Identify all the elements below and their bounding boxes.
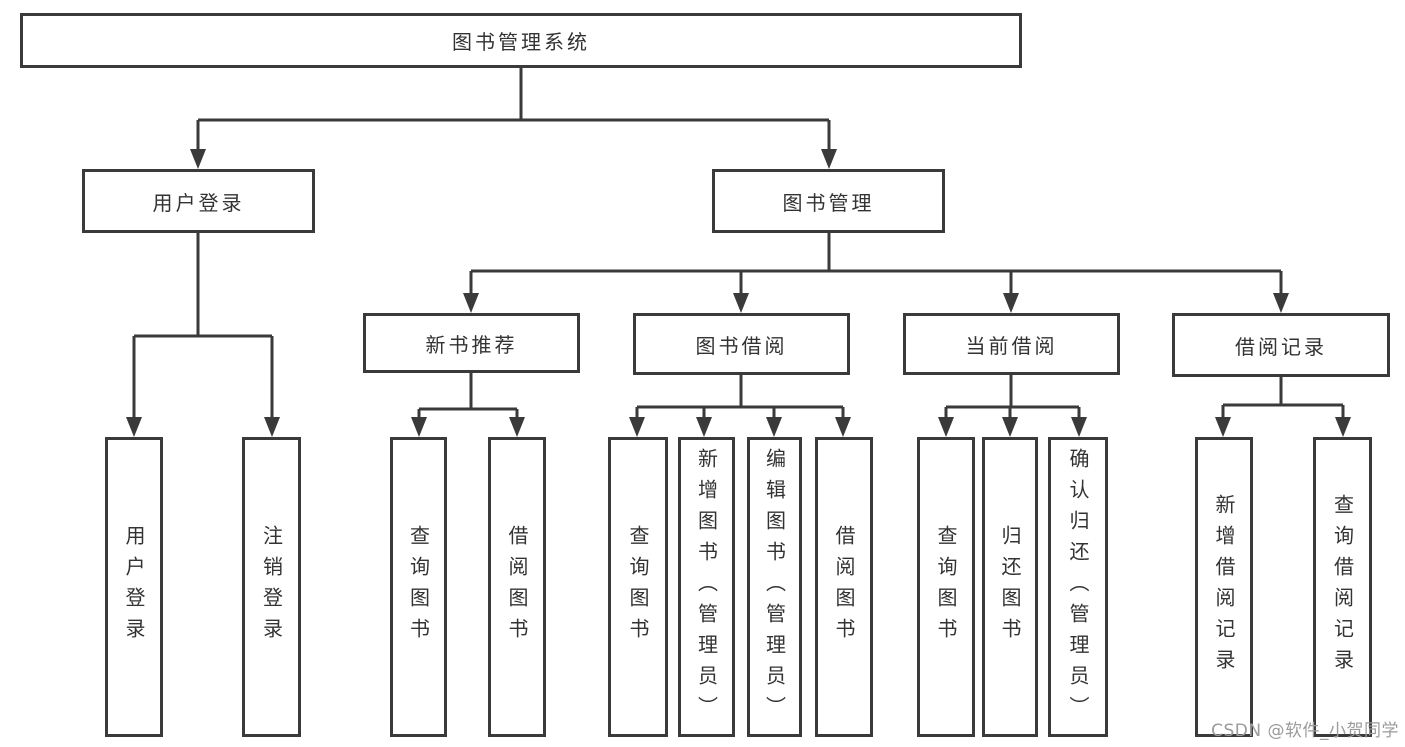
leaf-label: 新增图书（管理员） — [694, 447, 719, 727]
leaf-label: 借阅图书 — [832, 525, 856, 649]
node-label: 新书推荐 — [425, 332, 518, 357]
leaf-label: 编辑图书（管理员） — [762, 447, 787, 727]
leaf-label: 借阅图书 — [505, 525, 529, 649]
leaf-add-book-admin: 新增图书（管理员） — [678, 437, 735, 737]
leaf-label: 注销登录 — [259, 525, 284, 649]
leaf-label: 归还图书 — [998, 525, 1022, 649]
leaf-query-books-current: 查询图书 — [917, 437, 975, 737]
leaf-borrow-books: 借阅图书 — [815, 437, 873, 737]
watermark: CSDN @软件_小贺同学 — [1211, 721, 1399, 741]
leaf-label: 查询图书 — [934, 525, 958, 649]
node-user-login: 用户登录 — [82, 169, 315, 233]
leaf-query-borrow-record: 查询借阅记录 — [1313, 437, 1372, 737]
node-borrowing-records: 借阅记录 — [1172, 313, 1390, 377]
node-label: 当前借阅 — [965, 333, 1058, 358]
node-new-book-recommend: 新书推荐 — [363, 313, 580, 373]
node-book-management: 图书管理 — [712, 169, 945, 233]
node-current-borrowing: 当前借阅 — [903, 313, 1120, 375]
leaf-label: 查询图书 — [406, 525, 431, 649]
leaf-label: 确认归还（管理员） — [1066, 447, 1090, 727]
node-label: 图书管理系统 — [452, 30, 590, 54]
leaf-edit-book-admin: 编辑图书（管理员） — [747, 437, 802, 737]
node-label: 用户登录 — [152, 190, 245, 215]
leaf-borrow-books-recommend: 借阅图书 — [488, 437, 546, 737]
leaf-logout: 注销登录 — [242, 437, 301, 737]
leaf-return-book: 归还图书 — [982, 437, 1038, 737]
node-label: 图书管理 — [782, 190, 875, 215]
leaf-label: 查询图书 — [626, 525, 650, 649]
node-library-management-system: 图书管理系统 — [20, 13, 1022, 68]
leaf-label: 查询借阅记录 — [1330, 494, 1355, 680]
leaf-label: 用户登录 — [122, 525, 146, 649]
leaf-label: 新增借阅记录 — [1212, 494, 1236, 680]
leaf-confirm-return-admin: 确认归还（管理员） — [1048, 437, 1108, 737]
leaf-add-borrow-record: 新增借阅记录 — [1195, 437, 1253, 737]
leaf-query-books-borrow: 查询图书 — [608, 437, 668, 737]
leaf-user-login: 用户登录 — [105, 437, 163, 737]
node-label: 借阅记录 — [1235, 334, 1327, 359]
node-label: 图书借阅 — [695, 333, 788, 358]
node-book-borrowing: 图书借阅 — [633, 313, 850, 375]
leaf-query-books-recommend: 查询图书 — [390, 437, 447, 737]
